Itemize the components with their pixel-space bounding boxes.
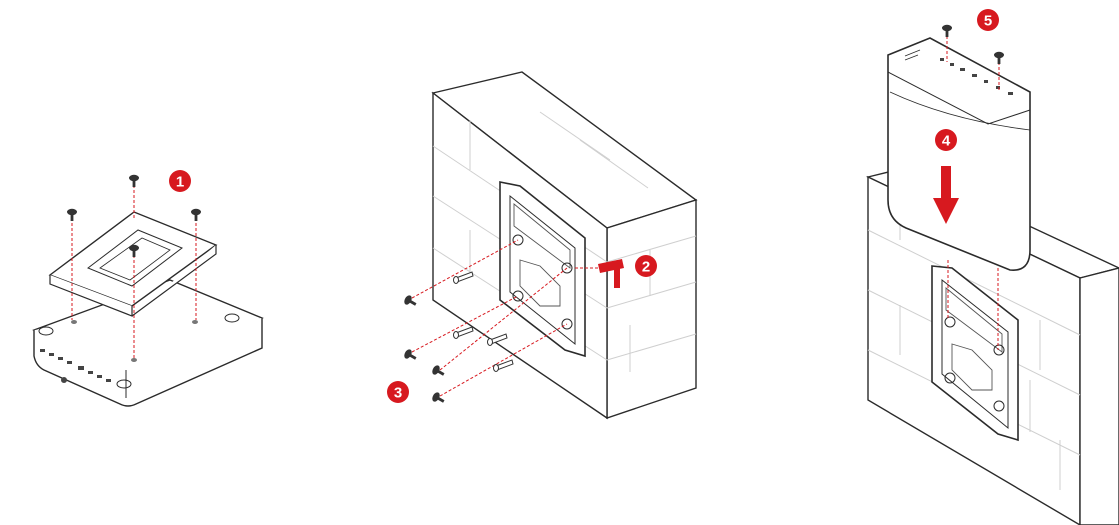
screw-icon (994, 52, 1004, 64)
screw-icon (403, 294, 419, 309)
step-number: 2 (642, 259, 650, 276)
screw-icon (403, 348, 419, 363)
mini-pc-unit (34, 280, 262, 406)
panel-step-1: 1 (34, 170, 262, 406)
screw-icon (191, 209, 201, 221)
step-badge-2: 2 (635, 255, 657, 277)
step-number: 5 (984, 13, 992, 30)
step-number: 3 (394, 385, 402, 402)
screw-icon (67, 209, 77, 221)
step-number: 4 (942, 133, 951, 150)
step-number: 1 (176, 174, 184, 191)
step-badge-3: 3 (387, 381, 409, 403)
wall-anchor-icon (494, 360, 514, 372)
screw-icon (129, 175, 139, 187)
screw-icon (431, 391, 447, 406)
step-badge-4: 4 (935, 129, 957, 151)
panel-step-2-3: 2 3 (387, 72, 696, 418)
step-badge-1: 1 (169, 170, 191, 192)
panel-step-4-5: 4 5 (868, 9, 1119, 525)
screw-icon (942, 25, 952, 37)
step-badge-5: 5 (977, 9, 999, 31)
